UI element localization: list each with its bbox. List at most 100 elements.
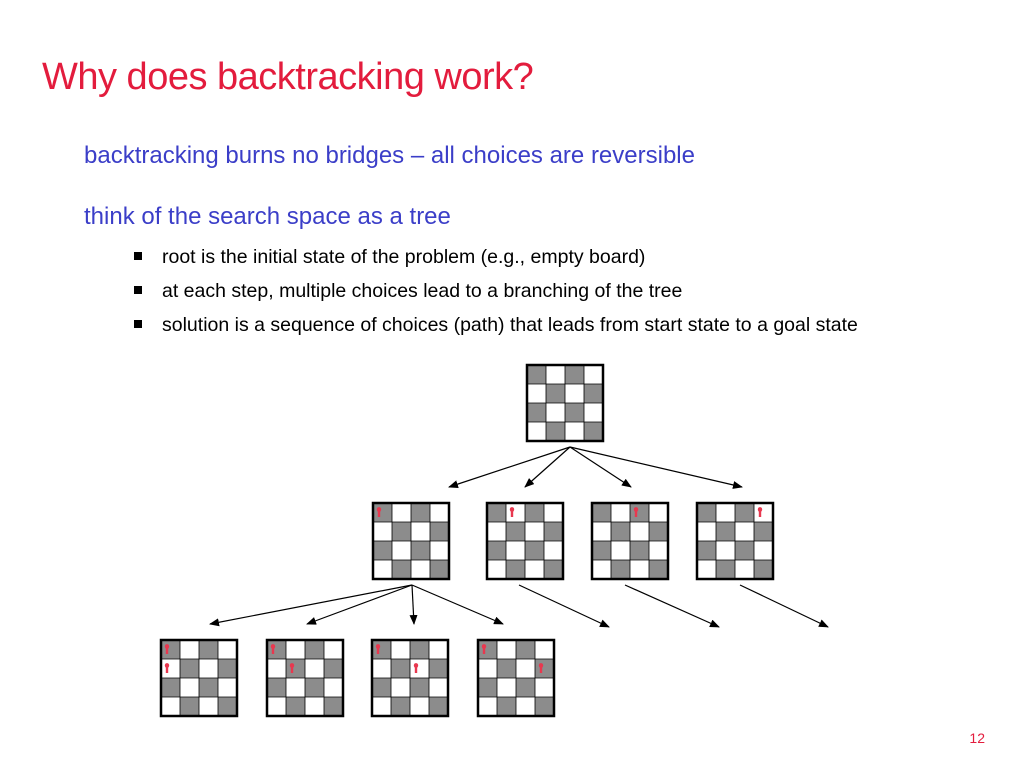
dark-square [373, 503, 392, 522]
light-square [373, 522, 392, 541]
queen-head [481, 644, 487, 649]
bullet-text: root is the initial state of the problem… [162, 246, 646, 268]
light-square [735, 522, 754, 541]
queen-head [289, 663, 295, 668]
bullet-text: solution is a sequence of choices (path)… [162, 314, 858, 336]
dark-square [535, 659, 554, 678]
light-square [199, 659, 218, 678]
dark-square [372, 678, 391, 697]
bullet-text: at each step, multiple choices lead to a… [162, 280, 683, 302]
light-square [697, 522, 716, 541]
dark-square [286, 659, 305, 678]
dark-square [735, 541, 754, 560]
light-square [525, 522, 544, 541]
dark-square [180, 697, 199, 716]
queen-body [377, 511, 381, 517]
light-square [535, 678, 554, 697]
light-square [546, 403, 565, 422]
dark-square [478, 640, 497, 659]
queen-body [165, 667, 169, 673]
light-square [649, 541, 668, 560]
light-square [630, 560, 649, 579]
queen-head [633, 507, 639, 512]
tree-edge-arrow [624, 584, 720, 628]
dark-square [430, 560, 449, 579]
light-square [429, 678, 448, 697]
chess-board [476, 638, 556, 718]
dark-square [324, 659, 343, 678]
light-square [611, 541, 630, 560]
light-square [392, 503, 411, 522]
queen-icon [538, 663, 544, 673]
board-border [371, 501, 451, 581]
dark-square [735, 503, 754, 522]
chess-board [159, 638, 239, 718]
board-border [695, 501, 775, 581]
dark-square [218, 659, 237, 678]
board-border [485, 501, 565, 581]
light-square [373, 560, 392, 579]
light-square [305, 697, 324, 716]
dark-square [630, 541, 649, 560]
bullet-item: at each step, multiple choices lead to a… [130, 274, 858, 308]
light-square [429, 640, 448, 659]
queen-head [376, 507, 382, 512]
light-square [411, 560, 430, 579]
chess-board [485, 501, 565, 581]
light-square [649, 503, 668, 522]
tree-edge-arrow [409, 584, 418, 625]
light-square [565, 422, 584, 441]
dark-square [180, 659, 199, 678]
dark-square [392, 522, 411, 541]
dark-square [544, 560, 563, 579]
square-bullet-icon [134, 286, 142, 294]
light-square [391, 640, 410, 659]
dark-square [497, 659, 516, 678]
chess-board [371, 501, 451, 581]
light-square [305, 659, 324, 678]
dark-square [391, 697, 410, 716]
dark-square [546, 384, 565, 403]
board-border [265, 638, 345, 718]
point-reversible: backtracking burns no bridges – all choi… [84, 142, 695, 169]
dark-square [305, 640, 324, 659]
light-square [527, 422, 546, 441]
light-square [478, 697, 497, 716]
chess-board [370, 638, 450, 718]
dark-square [218, 697, 237, 716]
queen-body [510, 511, 514, 517]
dark-square [372, 640, 391, 659]
dark-square [525, 503, 544, 522]
dark-square [497, 697, 516, 716]
dark-square [649, 560, 668, 579]
tree-edge-arrow [306, 584, 413, 625]
tree-edge-arrow [524, 446, 571, 488]
dark-square [411, 541, 430, 560]
light-square [372, 697, 391, 716]
light-square [592, 560, 611, 579]
light-square [267, 697, 286, 716]
dark-square [611, 522, 630, 541]
queen-head [164, 644, 170, 649]
dark-square [411, 503, 430, 522]
queen-body [376, 648, 380, 654]
dark-square [429, 697, 448, 716]
light-square [392, 541, 411, 560]
dark-square [161, 640, 180, 659]
light-square [487, 560, 506, 579]
light-square [527, 384, 546, 403]
point-search-tree: think of the search space as a tree [84, 203, 451, 230]
light-square [716, 503, 735, 522]
light-square [754, 541, 773, 560]
dark-square [392, 560, 411, 579]
light-square [546, 365, 565, 384]
light-square [199, 697, 218, 716]
dark-square [199, 640, 218, 659]
dark-square [697, 541, 716, 560]
dark-square [305, 678, 324, 697]
board-border [590, 501, 670, 581]
dark-square [267, 640, 286, 659]
chess-board [265, 638, 345, 718]
queen-icon [375, 644, 381, 654]
